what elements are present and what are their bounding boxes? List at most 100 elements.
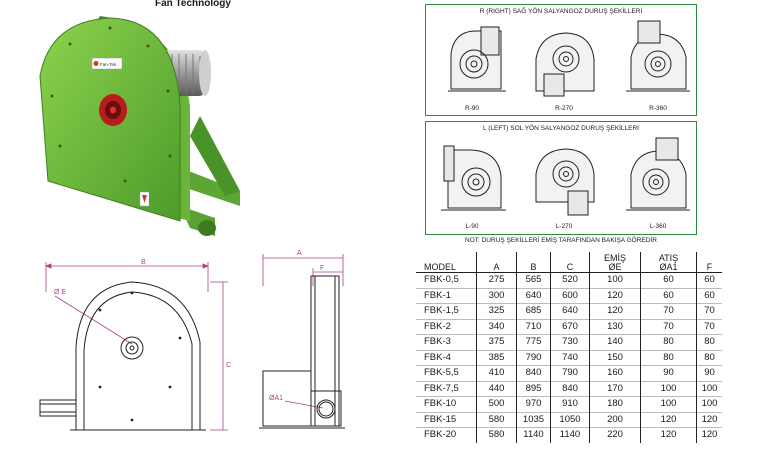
cell-c: 640: [550, 303, 590, 319]
cell-a: 300: [476, 287, 517, 304]
cell-c: 1140: [550, 427, 590, 443]
cell-e: 170: [589, 380, 641, 397]
dim-c-label: C: [226, 362, 231, 369]
cell-a1: 100: [640, 396, 697, 412]
cell-e: 150: [589, 349, 641, 366]
dim-a-label: A: [297, 250, 302, 257]
cell-model: FBK-3: [416, 334, 477, 350]
dim-f-label: F: [320, 265, 324, 272]
side-view-drawing: A F ØA1: [259, 250, 345, 429]
cell-a: 410: [476, 365, 517, 381]
fan-product-image: Fan-Tek: [39, 16, 240, 236]
cell-a1: 60: [640, 287, 697, 304]
cell-b: 640: [516, 287, 551, 304]
cell-a1: 70: [640, 318, 697, 335]
cell-f: 120: [696, 411, 722, 428]
l-90-label: L-90: [465, 223, 479, 230]
cell-model: FBK-15: [416, 411, 477, 428]
cell-f: 60: [696, 287, 722, 304]
r-90-label: R-90: [464, 105, 480, 112]
col-emis-top: EMİŞ: [603, 253, 626, 263]
cell-c: 790: [550, 365, 590, 381]
right-rotation-panel: R (RIGHT) SAĞ YÖN SALYANGOZ DURUŞ ŞEKİLL…: [425, 4, 697, 116]
cell-e: 180: [589, 396, 641, 412]
col-a-header: A: [476, 252, 517, 273]
cell-model: FBK-1: [416, 287, 477, 304]
cell-b: 685: [516, 303, 551, 319]
cell-b: 970: [516, 396, 551, 412]
cell-b: 775: [516, 334, 551, 350]
cell-f: 70: [696, 303, 722, 319]
l-360-label: L-360: [649, 223, 667, 230]
cell-a1: 120: [640, 411, 697, 428]
cell-c: 740: [550, 349, 590, 366]
cell-e: 100: [589, 272, 641, 288]
cell-f: 80: [696, 349, 722, 366]
cell-b: 895: [516, 380, 551, 397]
right-rotation-drawings: [448, 20, 690, 97]
cell-f: 80: [696, 334, 722, 350]
cell-e: 140: [589, 334, 641, 350]
cell-a: 440: [476, 380, 517, 397]
cell-a1: 60: [640, 272, 697, 288]
cell-a1: 80: [640, 349, 697, 366]
page-title: Fan Technology: [155, 0, 231, 9]
logo-text: Fan-Tek: [100, 62, 117, 67]
cell-e: 120: [589, 303, 641, 319]
cell-b: 790: [516, 349, 551, 366]
right-panel-title: R (RIGHT) SAĞ YÖN SALYANGOZ DURUŞ ŞEKİLL…: [479, 8, 643, 15]
cell-f: 60: [696, 272, 722, 288]
cell-a1: 120: [640, 427, 697, 443]
cell-c: 1050: [550, 411, 590, 428]
col-b-header: B: [516, 252, 551, 273]
cell-f: 120: [696, 427, 722, 443]
cell-c: 840: [550, 380, 590, 397]
cell-f: 100: [696, 380, 722, 397]
col-emis-bottom: ØE: [608, 262, 622, 272]
cell-a1: 90: [640, 365, 697, 381]
left-panel-title: L (LEFT) SOL YÖN SALYANGOZ DURUŞ ŞEKİLLE…: [483, 125, 639, 132]
cell-c: 520: [550, 272, 590, 288]
dim-a1-label: ØA1: [269, 395, 283, 402]
cell-b: 565: [516, 272, 551, 288]
cell-model: FBK-10: [416, 396, 477, 412]
front-view-drawing: B Ø E C: [39, 259, 231, 431]
cell-a: 580: [476, 411, 517, 428]
r-360-label: R-360: [649, 105, 667, 112]
col-atis-top: ATIŞ: [658, 253, 679, 263]
cell-f: 70: [696, 318, 722, 335]
cell-a1: 100: [640, 380, 697, 397]
col-f-header: F: [696, 252, 722, 273]
cell-model: FBK-2: [416, 318, 477, 335]
left-rotation-drawings: [441, 137, 690, 216]
table-header-row: MODEL A B C EMİŞ ØE ATIŞ ØA1 F: [416, 252, 722, 273]
cell-a1: 70: [640, 303, 697, 319]
cell-a: 500: [476, 396, 517, 412]
cell-b: 710: [516, 318, 551, 335]
orientation-note: NOT: DURUŞ ŞEKİLLERİ EMİŞ TARAFINDAN BAK…: [465, 237, 657, 244]
cell-a: 275: [476, 272, 517, 288]
dim-e-label: Ø E: [54, 289, 66, 296]
col-atis-header: ATIŞ ØA1: [640, 252, 697, 273]
cell-c: 670: [550, 318, 590, 335]
col-emis-header: EMİŞ ØE: [589, 252, 641, 273]
cell-a: 375: [476, 334, 517, 350]
cell-c: 730: [550, 334, 590, 350]
cell-b: 1140: [516, 427, 551, 443]
cell-model: FBK-7,5: [416, 380, 477, 397]
col-model-header: MODEL: [416, 252, 477, 273]
cell-model: FBK-5,5: [416, 365, 477, 381]
cell-e: 160: [589, 365, 641, 381]
col-c-header: C: [550, 252, 590, 273]
cell-e: 130: [589, 318, 641, 335]
cell-a: 340: [476, 318, 517, 335]
